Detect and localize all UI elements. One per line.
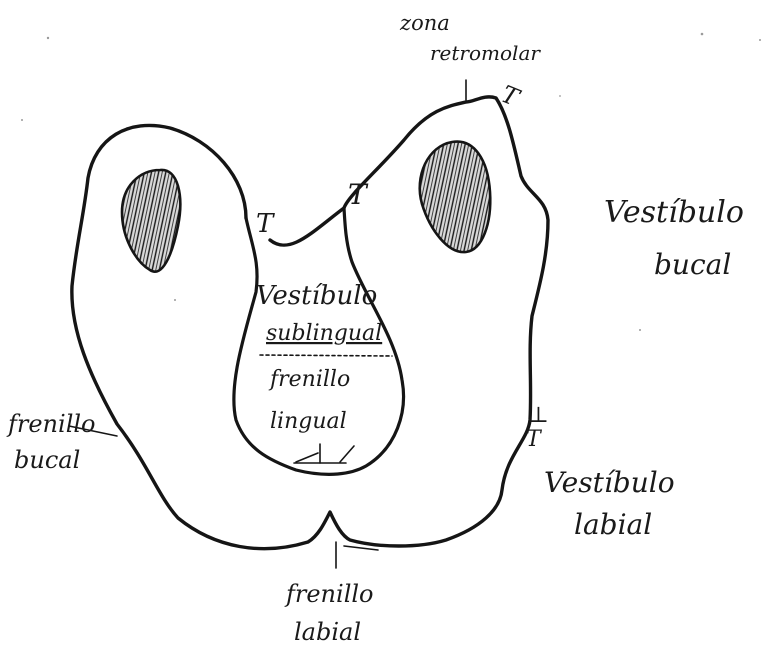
retromolar-pad-left — [122, 170, 180, 272]
marker-t-right: T — [526, 427, 543, 452]
label-retromolar: retromolar — [430, 41, 541, 65]
label-frenillo-labial-1: frenillo — [284, 580, 374, 608]
label-vestibulo-bucal-1: Vestíbulo — [604, 195, 744, 230]
label-frenillo-bucal-1: frenillo — [6, 410, 96, 438]
label-frenillo-labial-2: labial — [294, 618, 361, 646]
label-frenillo-bucal-2: bucal — [14, 446, 80, 474]
retromolar-pad-right — [420, 142, 491, 253]
label-vestibulo-labial-2: labial — [574, 508, 652, 541]
label-vestibulo-labial-1: Vestíbulo — [544, 466, 675, 499]
sublingual-divider — [260, 355, 392, 356]
marker-t-inner: T — [348, 178, 369, 211]
label-vestibulo-bucal-2: bucal — [654, 248, 731, 281]
marker-t-right-top: ⊥ — [528, 403, 549, 428]
label-vestibulo-sublingual-2: sublingual — [266, 321, 382, 346]
label-frenillo-lingual-1: frenillo — [268, 367, 350, 392]
label-vestibulo-sublingual-1: Vestíbulo — [256, 281, 377, 311]
marker-t-left: T — [256, 209, 275, 239]
label-frenillo-lingual-2: lingual — [270, 409, 347, 434]
label-zona: zona — [399, 11, 450, 35]
